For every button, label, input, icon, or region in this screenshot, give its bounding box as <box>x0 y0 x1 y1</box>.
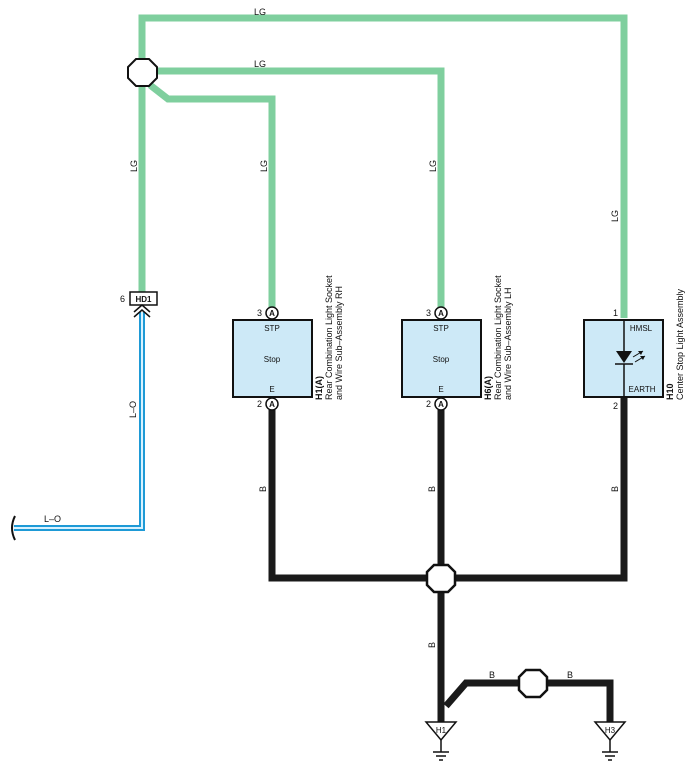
lg-label-h6: LG <box>428 160 438 172</box>
b-label-h1: B <box>258 486 268 492</box>
lg-label-top: LG <box>254 7 266 17</box>
h1-bottom-pin: 2 <box>257 399 262 409</box>
h1-desc-line2: and Wire Sub–Assembly RH <box>334 286 344 400</box>
h10-bottom-pin: 2 <box>613 401 618 411</box>
ground-h1: H1 <box>424 721 458 761</box>
h1-desc-line1: Rear Combination Light Socket <box>324 275 334 400</box>
ground-h3-icon <box>602 740 618 761</box>
ground-h1-label: H1 <box>436 726 447 735</box>
lo-wire-end <box>11 515 16 541</box>
h10-bottom-terminal: EARTH <box>629 385 656 394</box>
h6-bottom-connector-label: A <box>438 400 444 409</box>
b-wire-to-h3 <box>443 679 520 709</box>
b-label-h6: B <box>427 486 437 492</box>
b-label-left: B <box>489 670 495 680</box>
h1-top-pin: 3 <box>257 308 262 318</box>
b-wire-h10 <box>454 398 628 582</box>
ground-h1-icon <box>433 740 449 761</box>
lg-wires <box>138 14 628 318</box>
lg-label-left: LG <box>129 160 139 172</box>
h1-bottom-terminal: E <box>269 385 274 394</box>
h6-id: H6(A) <box>483 376 493 400</box>
lg-label-mid: LG <box>254 59 266 69</box>
component-h6: STP Stop E A A 3 2 H6(A) Rear Combinatio… <box>401 275 513 411</box>
h10-top-pin: 1 <box>613 308 618 318</box>
b-label-down: B <box>427 642 437 648</box>
h6-top-connector <box>434 306 448 320</box>
h6-top-connector-label: A <box>438 309 444 318</box>
lg-wire-to-h1 <box>147 82 276 308</box>
h10-desc-line1: Center Stop Light Assembly <box>675 288 685 400</box>
b-label-h10: B <box>610 486 620 492</box>
h6-bottom-connector <box>434 397 448 411</box>
b-wire-h1 <box>268 410 428 582</box>
h6-bottom-pin: 2 <box>426 399 431 409</box>
h10-id: H10 <box>665 383 675 400</box>
h6-desc-line2: and Wire Sub–Assembly LH <box>503 287 513 400</box>
h6-stop-label: Stop <box>433 355 450 364</box>
b-label-right: B <box>567 670 573 680</box>
hd1-pin: 6 <box>120 294 125 304</box>
led-icon <box>615 320 646 397</box>
h6-top-terminal: STP <box>433 324 449 333</box>
b-wire-h3 <box>546 679 614 722</box>
h1-bottom-connector-label: A <box>269 400 275 409</box>
b-splice-main <box>425 563 457 594</box>
h1-top-connector <box>265 306 279 320</box>
b-wires <box>268 398 628 722</box>
h10-top-terminal: HMSL <box>630 324 653 333</box>
component-h1: STP Stop E A A 3 2 H1(A) Rear Combinatio… <box>232 275 344 411</box>
b-splice-ground <box>517 668 549 699</box>
component-h10: HMSL EARTH 1 2 H10 Center Stop Light Ass… <box>583 288 685 411</box>
h6-top-pin: 3 <box>426 308 431 318</box>
h6-bottom-terminal: E <box>438 385 443 394</box>
h6-desc-line1: Rear Combination Light Socket <box>493 275 503 400</box>
lo-wire <box>14 312 145 531</box>
h1-id: H1(A) <box>314 376 324 400</box>
h1-top-connector-label: A <box>269 309 275 318</box>
lg-label-h10: LG <box>610 210 620 222</box>
hd1-label: HD1 <box>135 295 152 304</box>
h1-stop-label: Stop <box>264 355 281 364</box>
lo-label-horizontal: L–O <box>44 514 61 524</box>
ground-h3: H3 <box>593 721 627 761</box>
h1-bottom-connector <box>265 397 279 411</box>
ground-h3-label: H3 <box>605 726 616 735</box>
h1-top-terminal: STP <box>264 324 280 333</box>
lg-wire-to-h6 <box>156 67 445 308</box>
connector-hd1: HD1 6 <box>120 291 158 318</box>
lg-wire-top <box>138 14 628 318</box>
lg-splice <box>127 58 158 87</box>
lo-label-vertical: L–O <box>128 401 138 418</box>
lg-label-h1: LG <box>259 160 269 172</box>
